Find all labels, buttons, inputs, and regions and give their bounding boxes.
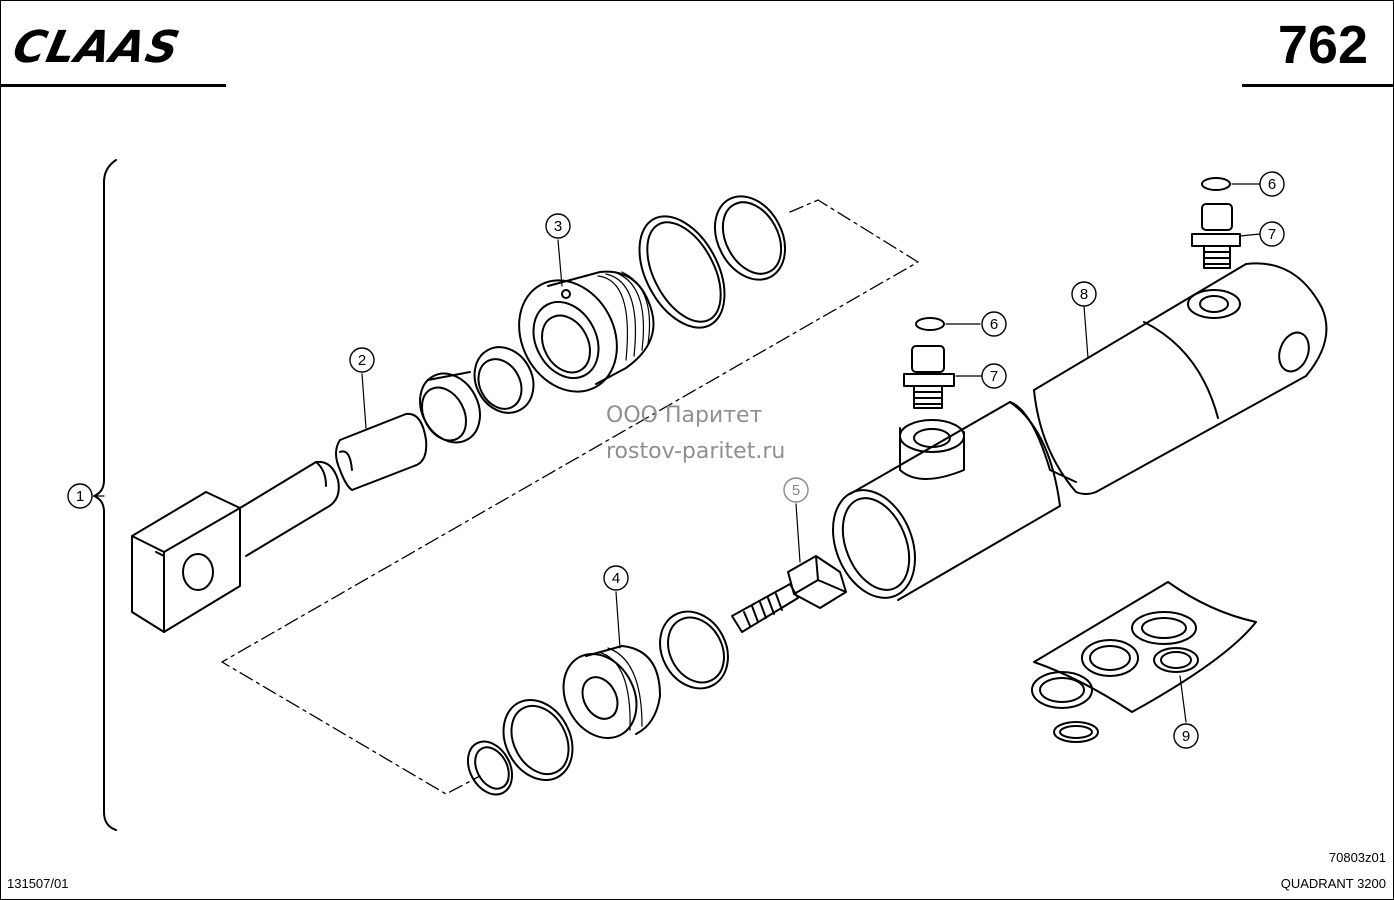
document-code: 131507/01: [7, 876, 69, 891]
callout-circle: [1259, 171, 1285, 197]
machine-model: QUADRANT 3200: [1280, 876, 1386, 891]
callout-label: 4: [612, 570, 620, 587]
seal-kit-card: [1031, 581, 1257, 743]
callout-label: 3: [554, 218, 562, 235]
callout-circle: [1259, 221, 1285, 247]
callout-1: 1: [67, 483, 93, 509]
callout-4: 4: [603, 565, 629, 591]
brand-underline: [0, 84, 226, 87]
piston-rod: [131, 460, 340, 633]
callout-label: 7: [1268, 226, 1276, 243]
drawing-reference-code: 70803z01: [1328, 850, 1386, 865]
group-outline: [221, 199, 919, 795]
callout-label: 8: [1080, 286, 1088, 303]
callout-label: 6: [1268, 176, 1276, 193]
page-number: 762: [1277, 15, 1368, 75]
callout-circle: [603, 565, 629, 591]
clevis-end: [1033, 262, 1328, 495]
seal-ring: [473, 346, 535, 414]
piston: [562, 645, 661, 740]
callout-circle: [981, 363, 1007, 389]
callout-6: 6: [981, 311, 1007, 337]
callout-9: 9: [1173, 723, 1199, 749]
fitting-lower: [903, 345, 955, 409]
callout-label: 9: [1182, 728, 1190, 745]
washer-upper: [1201, 177, 1231, 191]
callout-3: 3: [545, 213, 571, 239]
callout-label: 1: [76, 488, 84, 505]
watermark: ООО Паритет rostov-paritet.ru: [606, 398, 785, 470]
callout-5: 5: [783, 477, 809, 503]
callout-circle: [67, 483, 93, 509]
callout-7: 7: [1259, 221, 1285, 247]
fitting-upper: [1191, 203, 1241, 269]
leader-lines: [93, 183, 1261, 723]
callout-2: 2: [349, 347, 375, 373]
callout-circle: [783, 477, 809, 503]
callout-circle: [545, 213, 571, 239]
backup-ring-large: [713, 195, 787, 281]
bushing: [335, 412, 428, 491]
washer-lower: [915, 317, 945, 331]
callout-circle: [1173, 723, 1199, 749]
callout-7: 7: [981, 363, 1007, 389]
watermark-company: ООО Паритет: [606, 403, 763, 428]
callout-circle: [349, 347, 375, 373]
o-ring-large: [638, 215, 726, 329]
assembly-bracket: [93, 159, 117, 831]
cylinder-tube: [831, 401, 1077, 601]
watermark-url: rostov-paritet.ru: [606, 439, 786, 464]
callout-label: 6: [990, 316, 998, 333]
callout-label: 2: [358, 352, 366, 369]
page-number-underline: [1242, 84, 1394, 87]
callout-circle: [1071, 281, 1097, 307]
guide-ring: [419, 371, 481, 444]
wiper-ring: [466, 740, 514, 796]
piston-backup-ring: [659, 610, 729, 690]
callout-label: 7: [990, 368, 998, 385]
callout-label: 5: [792, 482, 800, 499]
callout-6: 6: [1259, 171, 1285, 197]
callout-8: 8: [1071, 281, 1097, 307]
piston-seal-ring: [502, 698, 574, 782]
cylinder-head: [518, 270, 655, 393]
callout-circle: [981, 311, 1007, 337]
bolt: [731, 555, 847, 633]
